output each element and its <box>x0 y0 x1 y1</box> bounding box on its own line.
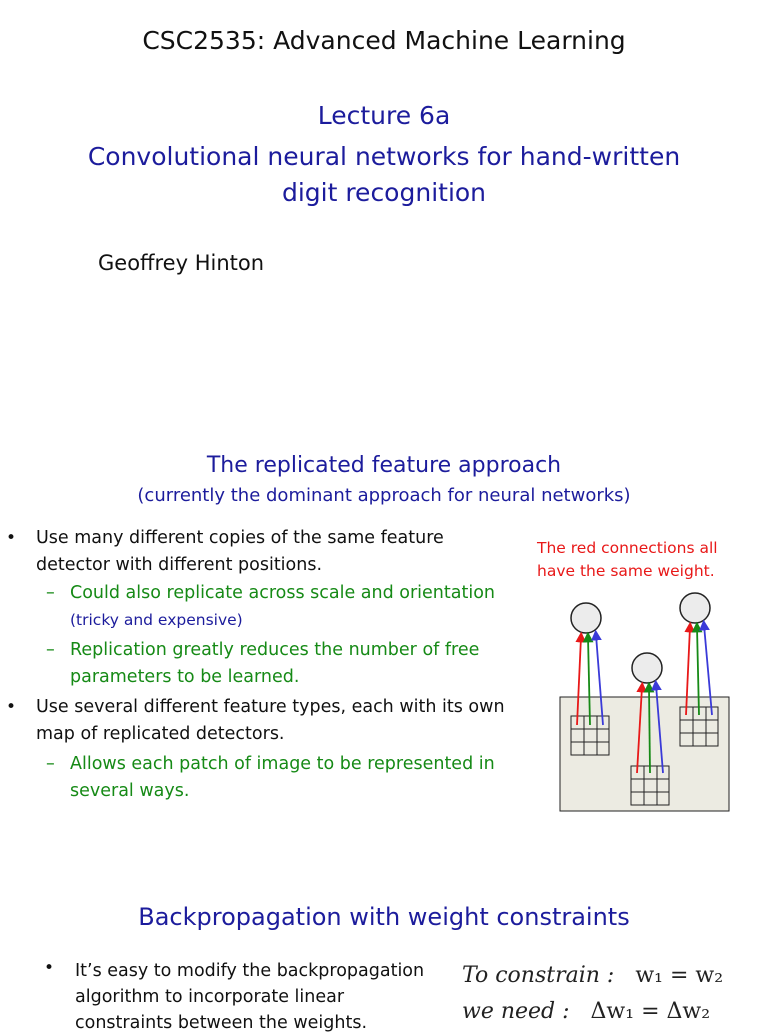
sub-bullet-1a-line2: (tricky and expensive) <box>70 611 243 629</box>
dash-symbol: – <box>46 583 55 603</box>
backprop-bullet-text: It’s easy to modify the backpropagation … <box>75 958 435 1036</box>
red-connection <box>636 681 648 774</box>
sub-bullet-1a-line1: Could also replicate across scale and or… <box>70 583 495 603</box>
green-connection <box>691 621 703 716</box>
bullet-1-text: Use many different copies of the same fe… <box>36 525 506 579</box>
red-connection <box>684 621 696 716</box>
sub-bullet-2a-line2: several ways. <box>70 781 190 801</box>
bullet-symbol: • <box>6 697 17 717</box>
unit-left <box>570 602 602 634</box>
bullet-symbol: • <box>6 528 17 548</box>
backprop-line3: constraints between the weights. <box>75 1013 368 1033</box>
green-connection <box>643 681 655 774</box>
bullet-2-line1: Use several different feature types, eac… <box>36 697 505 717</box>
course-title: CSC2535: Advanced Machine Learning <box>142 26 626 55</box>
diagram-caption: The red connections all have the same we… <box>537 537 737 583</box>
sub-bullet-1b-line1: Replication greatly reduces the number o… <box>70 640 480 660</box>
lecture-title-line1: Convolutional neural networks for hand-w… <box>87 142 681 171</box>
green-connection <box>582 631 594 726</box>
backprop-line2: algorithm to incorporate linear <box>75 987 345 1007</box>
sub-bullet-1b-text: Replication greatly reduces the number o… <box>70 637 510 691</box>
blue-connection <box>651 679 664 774</box>
blue-connection <box>699 619 713 716</box>
bullet-2-line2: map of replicated detectors. <box>36 724 285 744</box>
bullet-1-line1: Use many different copies of the same fe… <box>36 528 444 548</box>
lecture-title: Convolutional neural networks for hand-w… <box>0 139 768 211</box>
formula-line1-eq: w₁ = w₂ <box>635 963 724 988</box>
sub-bullet-1b-line2: parameters to be learned. <box>70 667 300 687</box>
slide-title-backprop: Backpropagation with weight constraints <box>138 903 630 931</box>
bullet-1-line2: detector with different positions. <box>36 555 323 575</box>
author-name: Geoffrey Hinton <box>98 251 265 275</box>
dash-symbol: – <box>46 754 55 774</box>
sub-bullet-2a-line1: Allows each patch of image to be represe… <box>70 754 495 774</box>
unit-middle <box>631 652 663 684</box>
sub-bullet-2a-text: Allows each patch of image to be represe… <box>70 751 510 805</box>
dash-symbol: – <box>46 640 55 660</box>
formula-line2-label: we need : <box>462 999 570 1024</box>
bullet-symbol: • <box>44 958 55 978</box>
formula-line1: To constrain : w₁ = w₂ <box>462 958 723 994</box>
blue-connection <box>591 629 604 726</box>
caption-line1: The red connections all <box>537 539 718 557</box>
caption-line2: have the same weight. <box>537 562 715 580</box>
patch-right <box>679 706 719 747</box>
backprop-line1: It’s easy to modify the backpropagation <box>75 961 425 981</box>
replicated-feature-diagram <box>559 592 730 812</box>
formula-line2: we need : Δw₁ = Δw₂ <box>462 994 723 1030</box>
bullet-2-text: Use several different feature types, eac… <box>36 694 506 748</box>
sub-bullet-1a-text: Could also replicate across scale and or… <box>70 580 510 634</box>
red-connection <box>575 631 587 726</box>
slide-subtitle: (currently the dominant approach for neu… <box>137 485 631 506</box>
lecture-title-line2: digit recognition <box>281 178 487 207</box>
lecture-number: Lecture 6a <box>317 101 451 130</box>
slide-title-replicated: The replicated feature approach <box>206 453 562 478</box>
constraint-formula: To constrain : w₁ = w₂ we need : Δw₁ = Δ… <box>462 958 723 1030</box>
formula-line1-label: To constrain : <box>462 963 615 988</box>
formula-line2-eq: Δw₁ = Δw₂ <box>590 999 711 1024</box>
unit-right <box>679 592 711 624</box>
